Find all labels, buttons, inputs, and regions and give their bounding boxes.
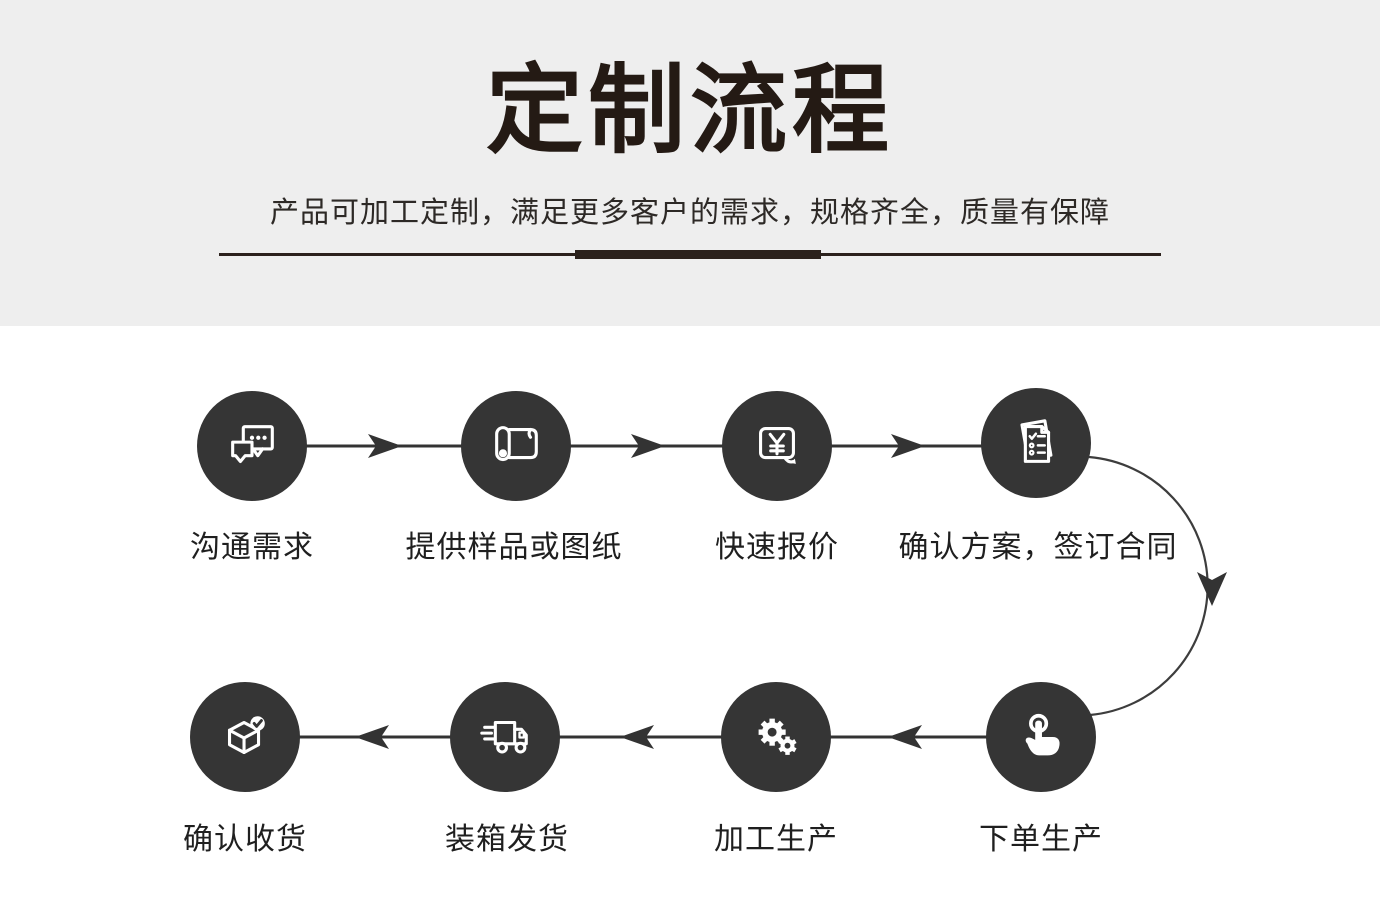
step-circle-production	[721, 682, 831, 792]
step-circle-quote	[722, 391, 832, 501]
step-circle-contract	[981, 388, 1091, 498]
package-check-icon	[227, 716, 265, 755]
page-subtitle: 产品可加工定制，满足更多客户的需求，规格齐全，质量有保障	[269, 197, 1110, 229]
step-circle-receive	[190, 682, 300, 792]
chat-bubbles-icon	[231, 425, 274, 464]
step-label: 确认收货	[183, 823, 307, 856]
step-circle-ship	[450, 682, 560, 792]
blueprint-scroll-icon	[495, 426, 538, 462]
arrow-left-icon	[355, 725, 389, 749]
step-circle-communicate	[197, 391, 307, 501]
step-label: 确认方案，签订合同	[898, 531, 1178, 564]
delivery-truck-icon	[480, 720, 528, 754]
contract-checklist-icon	[1020, 419, 1053, 463]
arrow-right-icon	[891, 434, 925, 458]
click-hand-icon	[1025, 713, 1060, 756]
step-label: 沟通需求	[190, 531, 314, 564]
step-label: 提供样品或图纸	[405, 531, 623, 564]
gears-icon	[758, 718, 797, 755]
arrow-right-icon	[368, 434, 402, 458]
page-title: 定制流程	[486, 56, 894, 165]
divider-accent-bar	[575, 250, 821, 259]
step-label: 装箱发货	[445, 823, 569, 856]
step-label: 加工生产	[714, 823, 838, 856]
step-label: 快速报价	[715, 531, 839, 564]
arrow-right-icon	[631, 434, 665, 458]
step-circle-order	[986, 682, 1096, 792]
arrow-left-icon	[620, 725, 654, 749]
header-banner: 定制流程 产品可加工定制，满足更多客户的需求，规格齐全，质量有保障	[0, 0, 1380, 326]
step-circle-samples	[461, 391, 571, 501]
arrow-left-icon	[888, 725, 922, 749]
arrow-down-icon	[1197, 572, 1227, 606]
price-quote-bubble-icon	[759, 427, 796, 464]
curve-connector	[1088, 455, 1209, 717]
step-label: 下单生产	[979, 823, 1103, 856]
